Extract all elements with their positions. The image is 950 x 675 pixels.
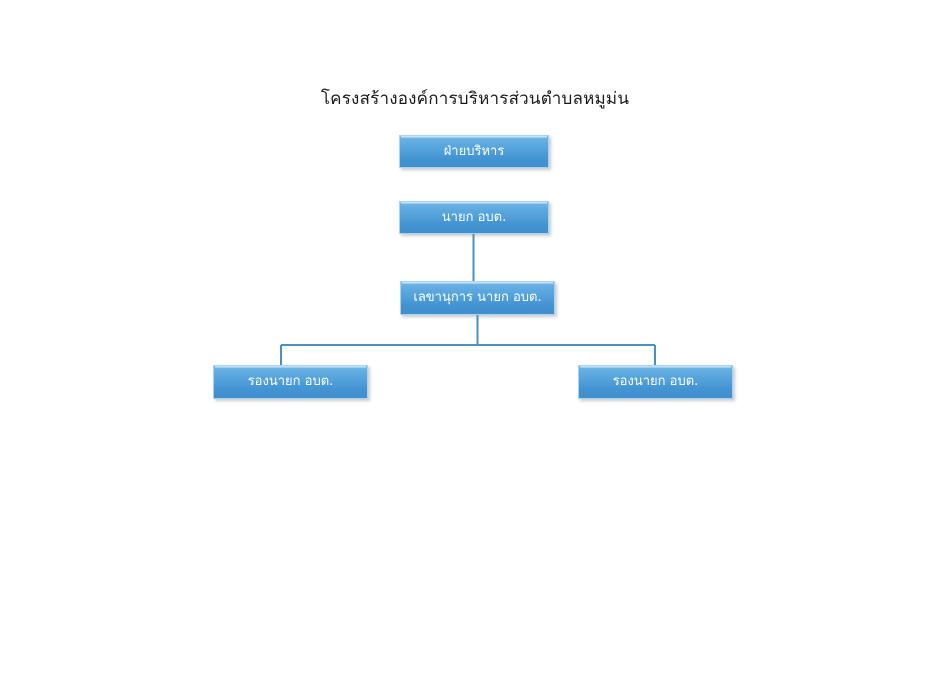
org-node-lekhanukan-nayok-obt[interactable]: เลขานุการ นายก อบต. [400, 281, 555, 315]
org-node-label: นายก อบต. [441, 209, 507, 225]
org-node-fai-borihan[interactable]: ฝ่ายบริหาร [399, 135, 549, 168]
org-node-label: รองนายก อบต. [247, 374, 334, 389]
org-node-label: ฝ่ายบริหาร [443, 143, 505, 159]
org-node-label: รองนายก อบต. [612, 374, 699, 389]
org-node-nayok-obt[interactable]: นายก อบต. [399, 201, 549, 234]
org-node-rong-nayok-obt-left[interactable]: รองนายก อบต. [213, 365, 368, 399]
chart-title: โครงสร้างองค์การบริหารส่วนตำบลหมูม่น [320, 89, 630, 109]
org-node-rong-nayok-obt-right[interactable]: รองนายก อบต. [578, 365, 733, 399]
org-node-label: เลขานุการ นายก อบต. [413, 290, 542, 305]
